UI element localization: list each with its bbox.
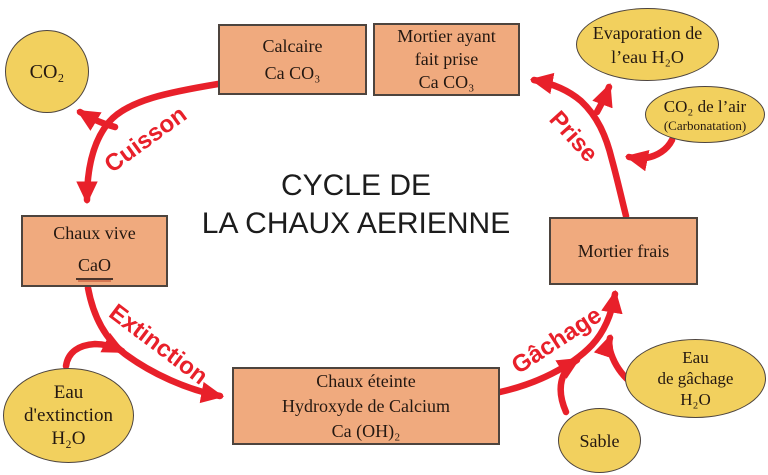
cuisson-label: Cuisson	[99, 100, 192, 179]
node-evaporation-line2: l’eau H₂O	[611, 46, 684, 67]
diagram-title: CYCLE DE LA CHAUX AERIENNE	[202, 167, 510, 243]
node-eau-extinction-formula: H₂O	[51, 428, 86, 449]
node-mortier-prise-line2: fait prise	[414, 49, 479, 69]
node-evaporation-line1: Evaporation de	[592, 22, 703, 43]
node-co2-air-label: CO₂ de l’air	[663, 96, 747, 116]
node-co2: CO₂	[5, 30, 89, 113]
node-evaporation-eau: Evaporation de l’eau H₂O	[576, 8, 719, 81]
node-co2-de-lair: CO₂ de l’air (Carbonatation)	[645, 86, 765, 143]
node-chaux-eteinte-chem-name: Hydroxyde de Calcium	[282, 395, 450, 416]
node-eau-gachage-line2: de gâchage	[657, 369, 734, 388]
node-eau-gachage-line1: Eau	[682, 348, 709, 367]
node-mortier-prise-formula: Ca CO₃	[418, 72, 475, 92]
node-sable-label: Sable	[579, 430, 620, 451]
node-mortier-prise-line1: Mortier ayant	[397, 26, 496, 46]
co2-air-arrow	[624, 136, 676, 172]
node-eau-extinction-line1: Eau	[53, 382, 84, 403]
node-sable: Sable	[558, 408, 641, 473]
node-mortier-frais-label: Mortier frais	[577, 240, 670, 261]
prise-label: Prise	[543, 105, 604, 168]
eau-gachage-arrow	[593, 334, 631, 383]
node-calcaire: Calcaire Ca CO₃	[218, 24, 367, 95]
node-mortier-ayant-fait-prise: Mortier ayant fait prise Ca CO₃	[373, 23, 520, 96]
node-chaux-eteinte: Chaux éteinte Hydroxyde de Calcium Ca (O…	[232, 367, 500, 445]
node-chaux-vive-label: Chaux vive	[53, 223, 136, 243]
prise-to-evaporation-arrow	[592, 83, 613, 116]
diagram-title-line2: LA CHAUX AERIENNE	[201, 207, 511, 240]
node-chaux-eteinte-label: Chaux éteinte	[316, 370, 416, 391]
node-chaux-vive-formula: CaO	[76, 254, 113, 280]
cuisson-to-co2-arrow	[76, 108, 119, 131]
node-eau-extinction: Eau d'extinction H₂O	[3, 368, 134, 463]
sable-arrow	[555, 356, 581, 416]
node-chaux-vive: Chaux vive CaO	[21, 215, 168, 287]
node-calcaire-formula: Ca CO₃	[264, 62, 321, 83]
node-eau-gachage-formula: H₂O	[680, 390, 711, 409]
node-chaux-eteinte-formula: Ca (OH)₂	[331, 420, 401, 441]
node-calcaire-label: Calcaire	[262, 35, 323, 56]
node-eau-gachage: Eau de gâchage H₂O	[625, 339, 766, 418]
gachage-label: Gâchage	[506, 301, 607, 380]
node-eau-extinction-line2: d'extinction	[24, 405, 113, 426]
diagram-title-line1: CYCLE DE	[280, 169, 432, 202]
node-co2-label: CO₂	[29, 60, 65, 83]
extinction-label: Extinction	[103, 298, 213, 391]
node-mortier-frais: Mortier frais	[549, 217, 698, 285]
eau-extinction-arrow	[62, 332, 126, 370]
node-co2-air-sub-label: (Carbonatation)	[663, 117, 747, 133]
